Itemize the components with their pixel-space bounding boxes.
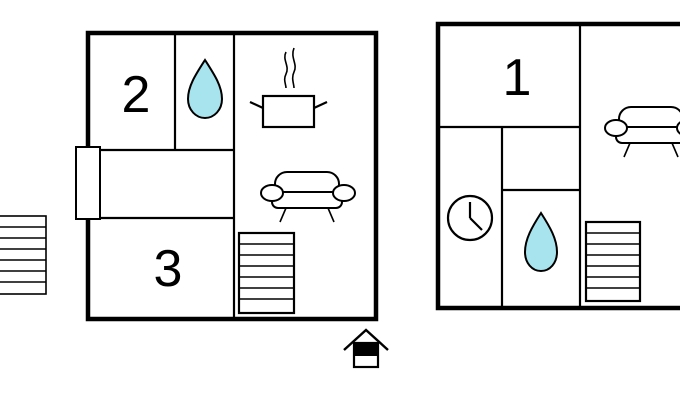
upper-floor-outer-wall [435, 21, 680, 311]
room-1: 1 [503, 49, 532, 107]
bathroom-water-drop-icon [186, 58, 224, 120]
window [75, 146, 101, 220]
ground-floor-plan: 2 3 [75, 30, 379, 322]
upper-floor-plan: 1 [435, 21, 680, 311]
bathroom-water-drop-icon [523, 211, 559, 273]
room-number: 2 [122, 66, 151, 124]
room-number: 1 [503, 49, 532, 107]
outdoor-staircase-icon [0, 215, 47, 295]
kitchen-cooking-pot-icon [249, 47, 328, 129]
staircase-icon [237, 231, 296, 315]
room-2: 2 [122, 66, 151, 124]
clock-icon [446, 194, 494, 242]
staircase-icon [584, 220, 642, 303]
entrance-house-arrow-icon [343, 328, 389, 369]
living-room-sofa-icon [604, 106, 680, 158]
living-room-sofa-icon [260, 171, 356, 223]
room-number: 3 [154, 240, 183, 298]
room-3: 3 [154, 240, 183, 298]
